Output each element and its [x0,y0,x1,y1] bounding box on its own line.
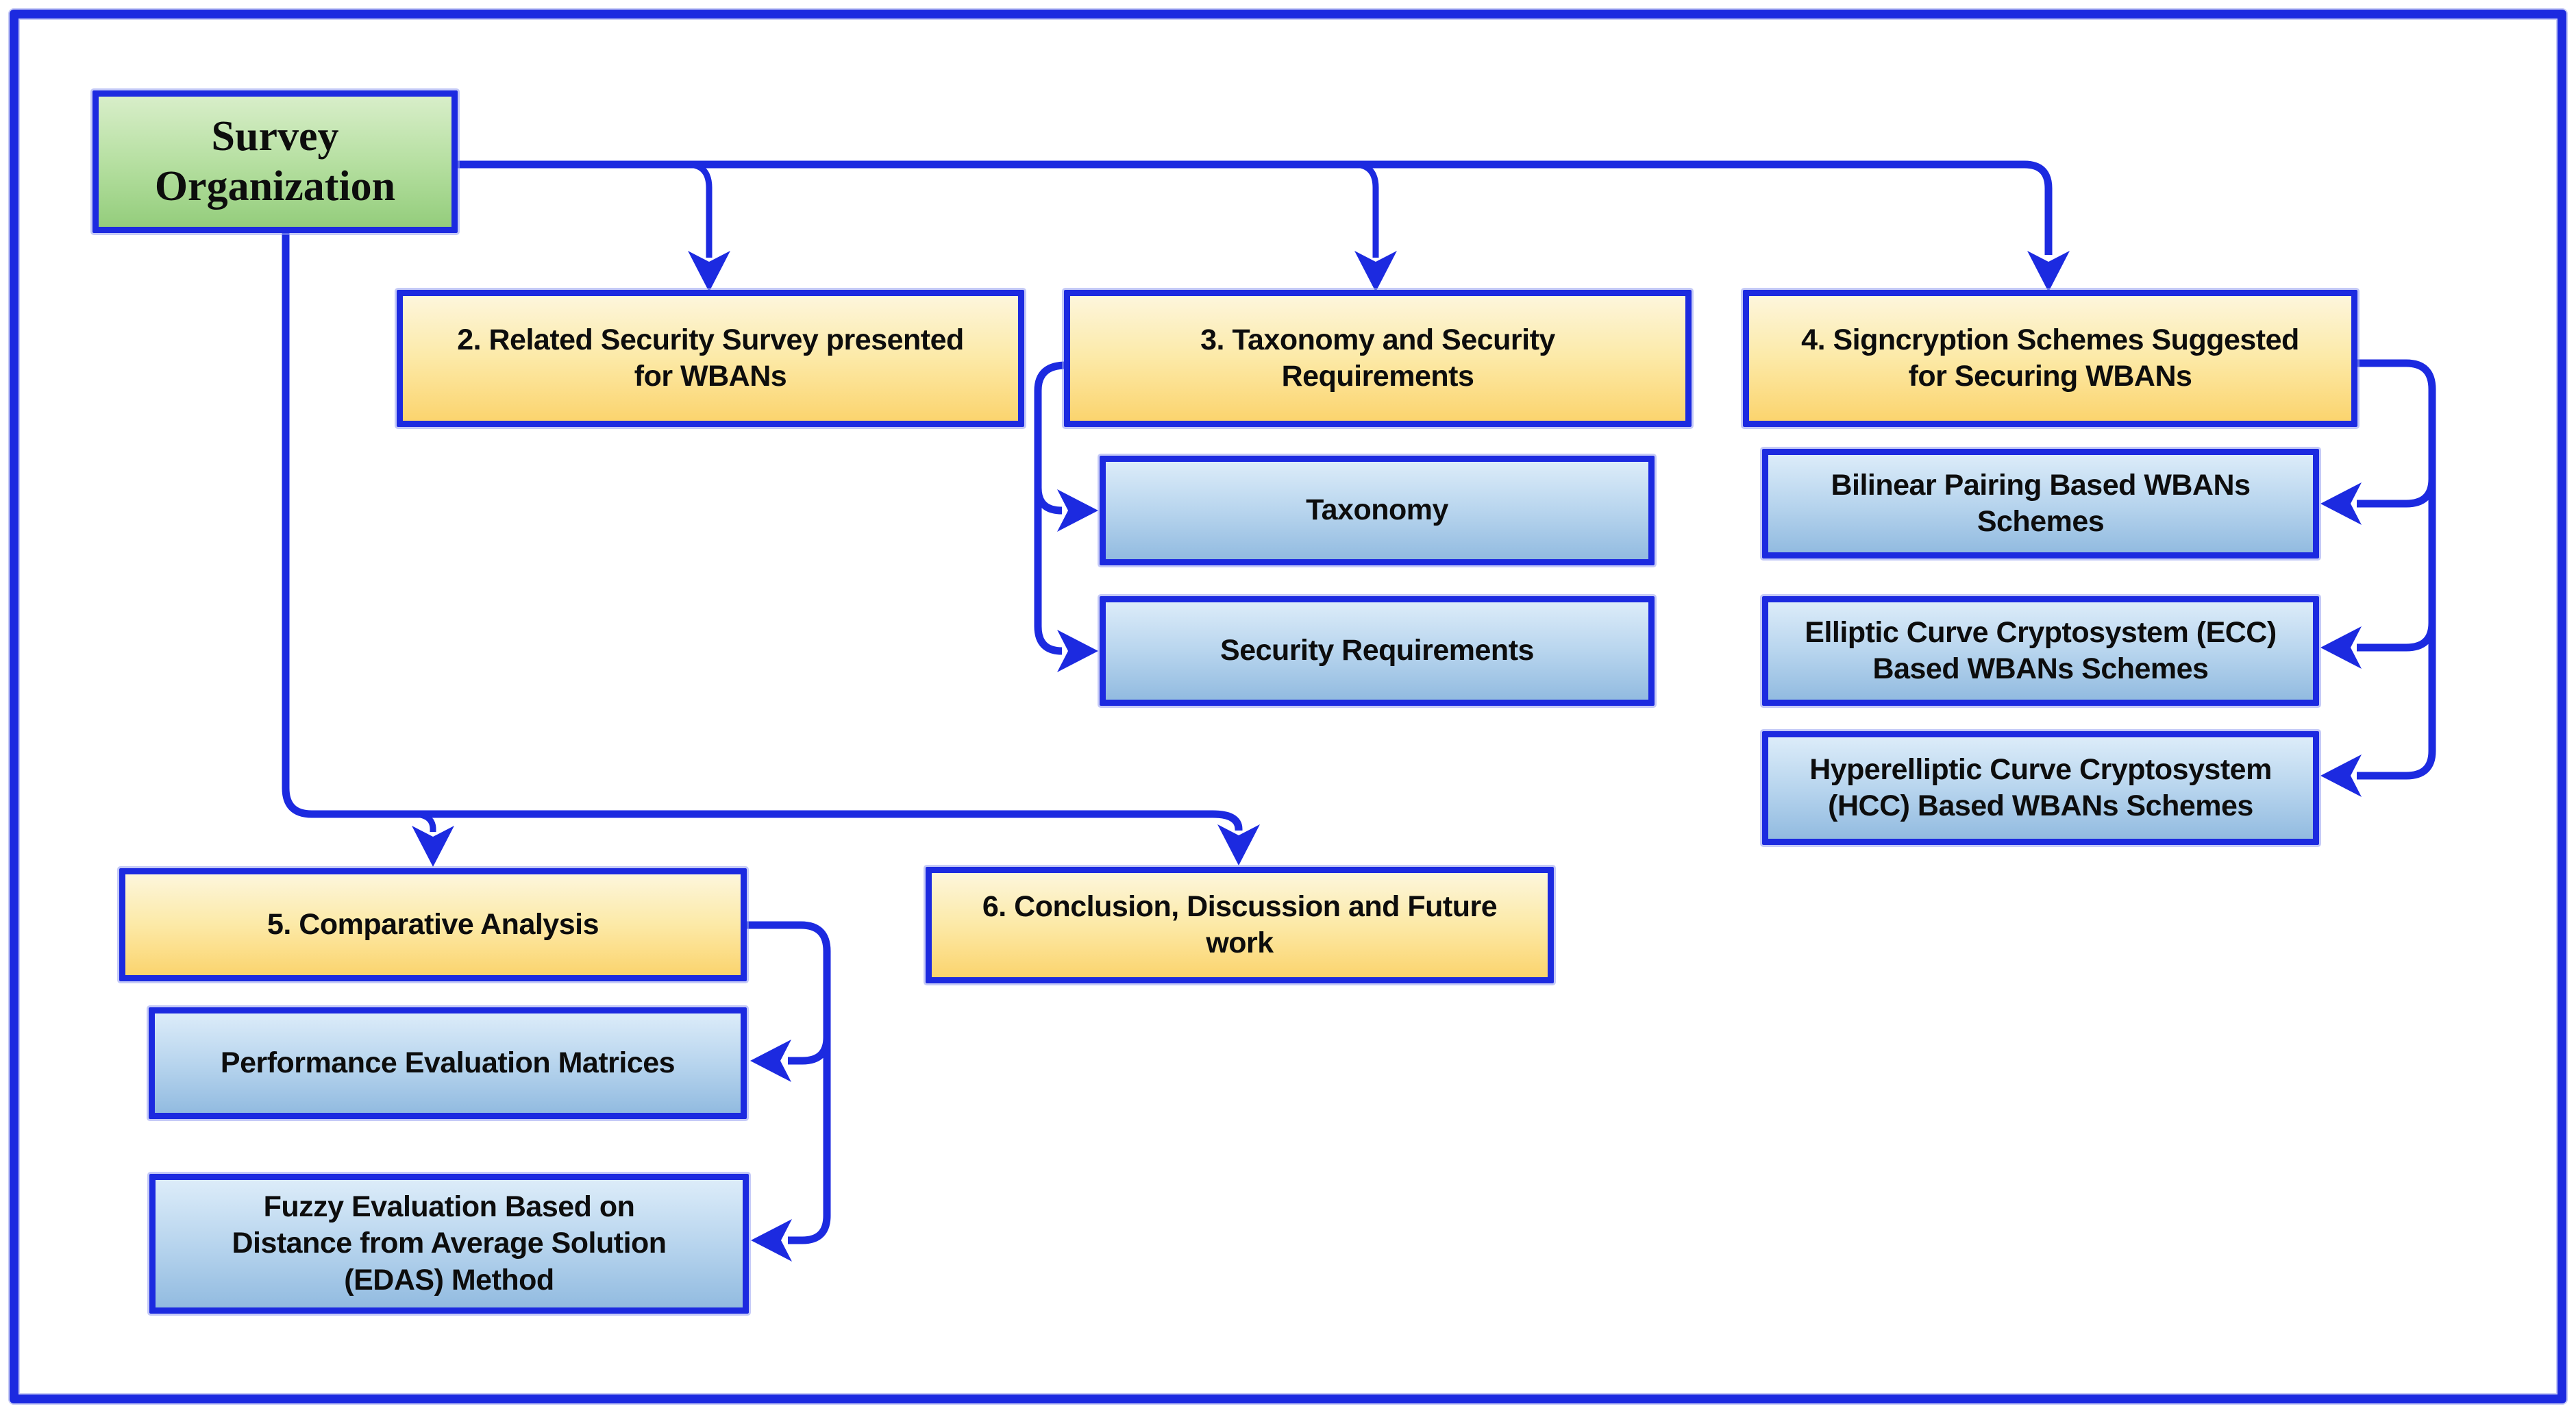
node-label-line: Security Requirements [1220,634,1534,667]
node-conclusion-future-work: 6. Conclusion, Discussion and Future wor… [926,867,1554,983]
node-label-line: Survey [211,112,339,160]
node-label-line: 5. Comparative Analysis [267,907,599,941]
node-signcryption-schemes: 4. Signcryption Schemes Suggested for Se… [1743,290,2357,427]
node-ecc-schemes: Elliptic Curve Cryptosystem (ECC) Based … [1762,596,2319,706]
node-label-line: for WBANs [634,360,787,393]
node-label-line: 3. Taxonomy and Security [1200,323,1555,356]
node-label-line: Performance Evaluation Matrices [220,1046,676,1079]
node-taxonomy-and-security-requirements: 3. Taxonomy and Security Requirements [1064,290,1692,427]
node-label-line: Based WBANs Schemes [1872,652,2209,685]
node-label-line: work [1206,926,1274,959]
node-label-line: 4. Signcryption Schemes Suggested [1801,323,2299,356]
outer-border [10,10,2566,1403]
node-label-line: Bilinear Pairing Based WBANs [1831,468,2251,502]
node-fuzzy-edas-method: Fuzzy Evaluation Based on Distance from … [149,1174,749,1314]
node-taxonomy: Taxonomy [1100,456,1655,565]
node-label-line: Fuzzy Evaluation Based on [263,1190,635,1224]
node-bilinear-pairing-schemes: Bilinear Pairing Based WBANs Schemes [1762,449,2319,558]
node-label-line: Organization [154,163,396,210]
node-label-line: (EDAS) Method [344,1263,554,1297]
node-label-line: for Securing WBANs [1908,360,2192,393]
node-label-line: Elliptic Curve Cryptosystem (ECC) [1805,615,2277,649]
node-related-security-survey: 2. Related Security Survey presented for… [397,290,1024,427]
node-label-line: Hyperelliptic Curve Cryptosystem [1809,752,2272,786]
node-label-line: Requirements [1281,360,1474,393]
node-label-line: Schemes [1977,505,2105,538]
node-hcc-schemes: Hyperelliptic Curve Cryptosystem (HCC) B… [1762,731,2319,845]
node-survey-organization: Survey Organization [92,90,458,233]
node-label-line: 6. Conclusion, Discussion and Future [982,889,1498,923]
node-label-line: Taxonomy [1306,493,1448,527]
node-performance-evaluation-matrices: Performance Evaluation Matrices [149,1007,747,1119]
node-security-requirements: Security Requirements [1100,596,1655,706]
node-label-line: Distance from Average Solution [232,1227,667,1260]
node-comparative-analysis: 5. Comparative Analysis [119,868,747,981]
node-label-line: 2. Related Security Survey presented [457,323,964,356]
node-label-line: (HCC) Based WBANs Schemes [1828,789,2253,822]
